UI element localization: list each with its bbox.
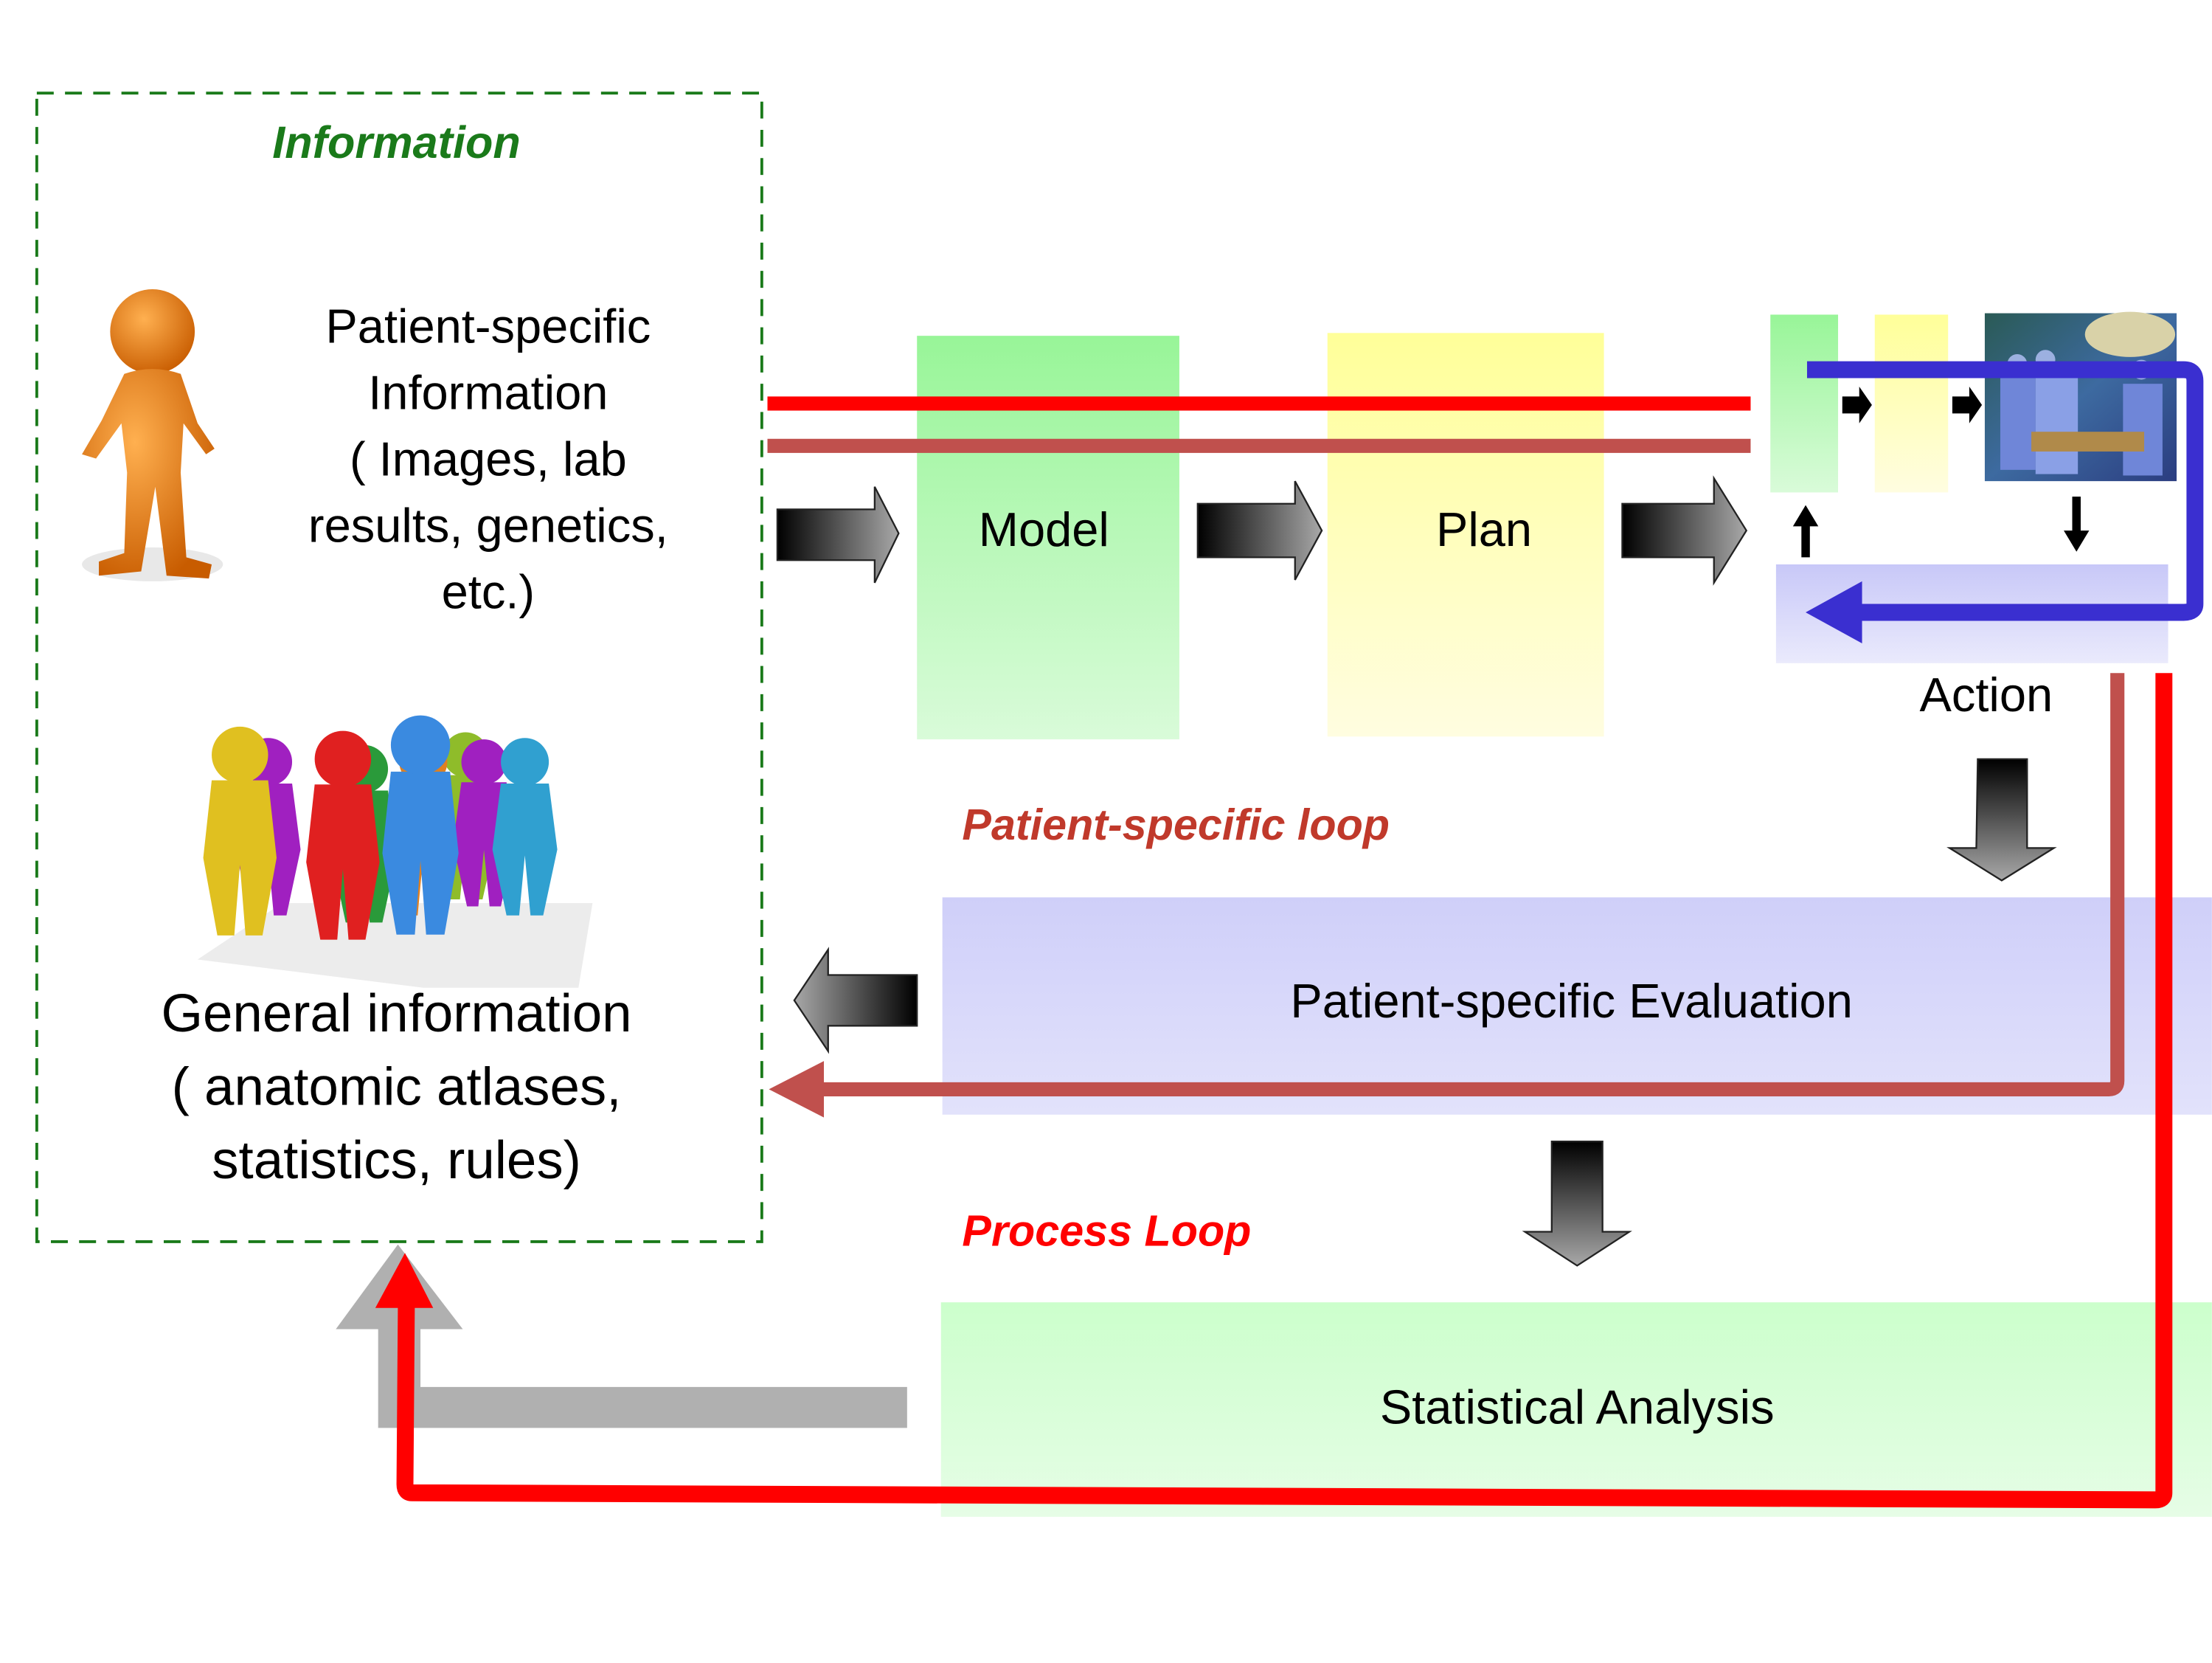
crowd-person-figure [382,715,459,935]
crowd-person-figure [306,730,380,940]
general-info-line-2: ( anatomic atlases, [172,1057,622,1116]
crowd-person-figure [203,726,277,936]
crowd-person-figure [492,738,558,916]
mini-arrow-up [1792,505,1819,558]
patient-info-line-2: Information [368,366,608,420]
evaluation-label: Patient-specific Evaluation [1290,974,1853,1028]
process-loop-arrow [396,673,2173,1509]
model-label: Model [979,502,1109,556]
patient-info-line-1: Patient-specific [325,300,651,353]
action-loop-arrow [1806,361,2204,621]
statistics-box [940,1302,2212,1517]
patient-loop-arrowhead [769,1061,825,1118]
patient-info-line-4: results, genetics, [308,498,668,552]
evaluation-box [942,897,2212,1115]
arrow-action-to-evaluation [1946,758,2057,882]
statistics-feedback-arrow [336,1244,907,1428]
process-loop-line-top [767,396,1751,411]
action-label: Action [1919,668,2053,722]
arrow-plan-to-action [1621,475,1748,586]
process-loop-label: Process Loop [962,1206,1251,1256]
action-mini-model-box [1770,314,1839,493]
mini-arrow-down [2064,497,2090,552]
action-mini-plan-box [1874,314,1949,493]
patient-info-line-5: etc.) [442,564,535,618]
patient-loop-label: Patient-specific loop [962,800,1390,849]
mini-arrow-model-to-plan [1842,387,1872,423]
general-info-text: General information ( anatomic atlases, … [162,983,632,1190]
mini-arrow-plan-to-photo [1952,387,1983,423]
arrow-evaluation-to-statistics [1522,1140,1632,1267]
general-info-line-3: statistics, rules) [212,1130,581,1190]
arrow-model-to-plan [1196,480,1323,581]
plan-label: Plan [1436,502,1532,556]
patient-loop-line-top [767,438,1751,453]
information-title: Information [272,117,521,167]
statistics-label: Statistical Analysis [1380,1380,1775,1434]
process-loop-arrowhead [375,1253,434,1308]
action-group: Action [1770,311,2204,722]
patient-person-icon [82,289,223,581]
action-loop-arrowhead [1806,581,1862,644]
crowd-people-icon [197,715,593,988]
arrow-evaluation-to-information [793,947,918,1054]
patient-info-line-3: ( Images, lab [350,432,627,485]
arrow-info-to-model [776,486,900,584]
patient-specific-info-text: Patient-specific Information ( Images, l… [308,300,668,619]
patient-loop-arrow [818,673,2125,1096]
information-panel [35,91,763,1243]
general-info-line-1: General information [162,983,632,1043]
surgery-photo [1984,311,2177,482]
